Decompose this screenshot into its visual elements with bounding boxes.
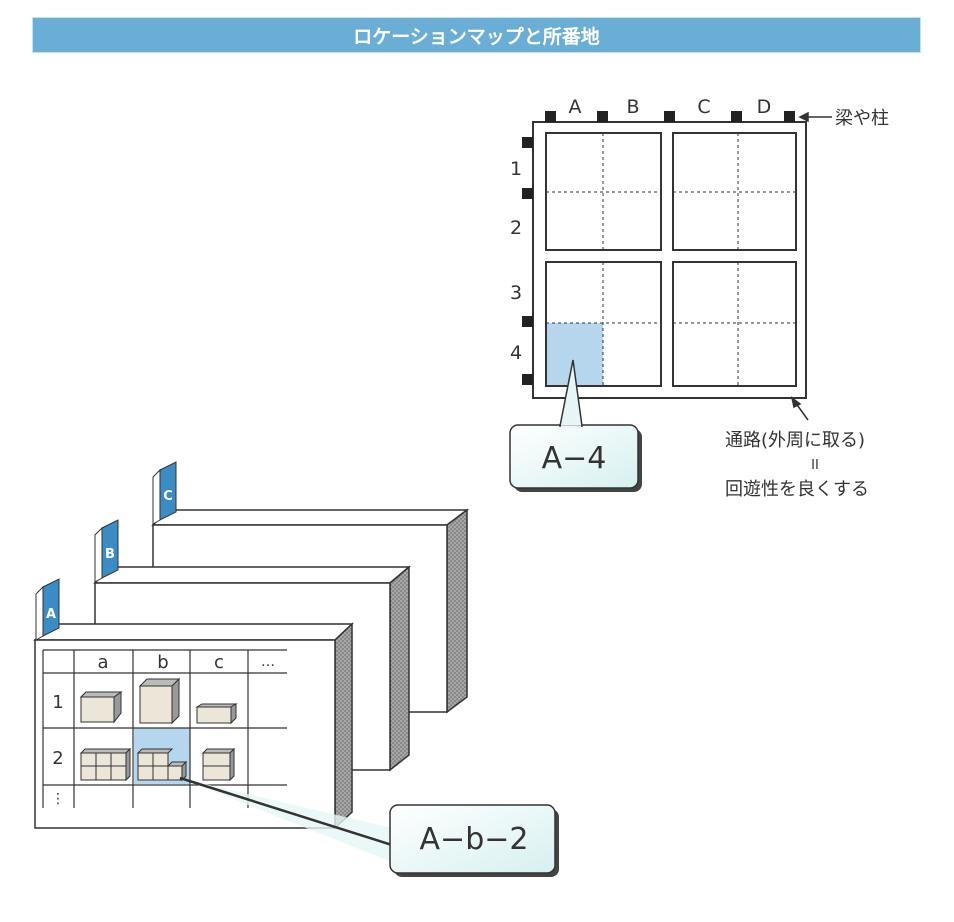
column-label: C (697, 96, 710, 118)
tab-label: C (163, 489, 173, 504)
pillar-label: 梁や柱 (835, 108, 889, 129)
box-icons (79, 677, 238, 782)
callout-label: A−b−2 (420, 822, 529, 857)
racks: C B A (33, 461, 559, 877)
row-label: 2 (510, 217, 522, 239)
row-label: 1 (510, 158, 522, 180)
arrow-icon (790, 396, 809, 421)
column-label: A (569, 96, 582, 118)
page-title: ロケーションマップと所番地 (353, 25, 600, 48)
column-label: B (626, 96, 639, 118)
column-label: b (157, 652, 168, 673)
aisle-note: 通路(外周に取る) (725, 430, 865, 451)
row-label: 2 (52, 748, 63, 769)
callout-ab2: A−b−2 (179, 776, 559, 877)
title-bar: ロケーションマップと所番地 (32, 17, 921, 53)
row-label: 4 (510, 342, 522, 364)
callout-label: A−4 (542, 441, 607, 476)
tab-label: B (105, 547, 115, 562)
callout-a4: A−4 (509, 359, 642, 492)
rack-tab: A (35, 578, 60, 641)
column-label: D (757, 96, 772, 118)
rack-a: A a b c … 1 2 ⋮ (33, 578, 354, 830)
dashed-divisions (546, 133, 796, 386)
row-label: 3 (510, 282, 522, 304)
pillars (522, 111, 795, 385)
aisle-benefit: 回遊性を良くする (725, 479, 869, 500)
arrow-left-icon (798, 111, 832, 123)
column-label: … (261, 654, 275, 670)
rack-tab: C (152, 461, 177, 525)
column-label: a (97, 652, 108, 673)
floor-map: A B C D 1 2 3 4 梁や柱 A−4 通路(外周に取る) II 回遊性… (509, 96, 889, 500)
row-label: ⋮ (51, 791, 65, 807)
tab-label: A (46, 607, 56, 622)
rack-grid (42, 649, 287, 808)
column-label: c (214, 652, 224, 673)
rack-tab: B (94, 519, 119, 583)
equals-sign: II (811, 458, 819, 473)
row-label: 1 (52, 692, 63, 713)
